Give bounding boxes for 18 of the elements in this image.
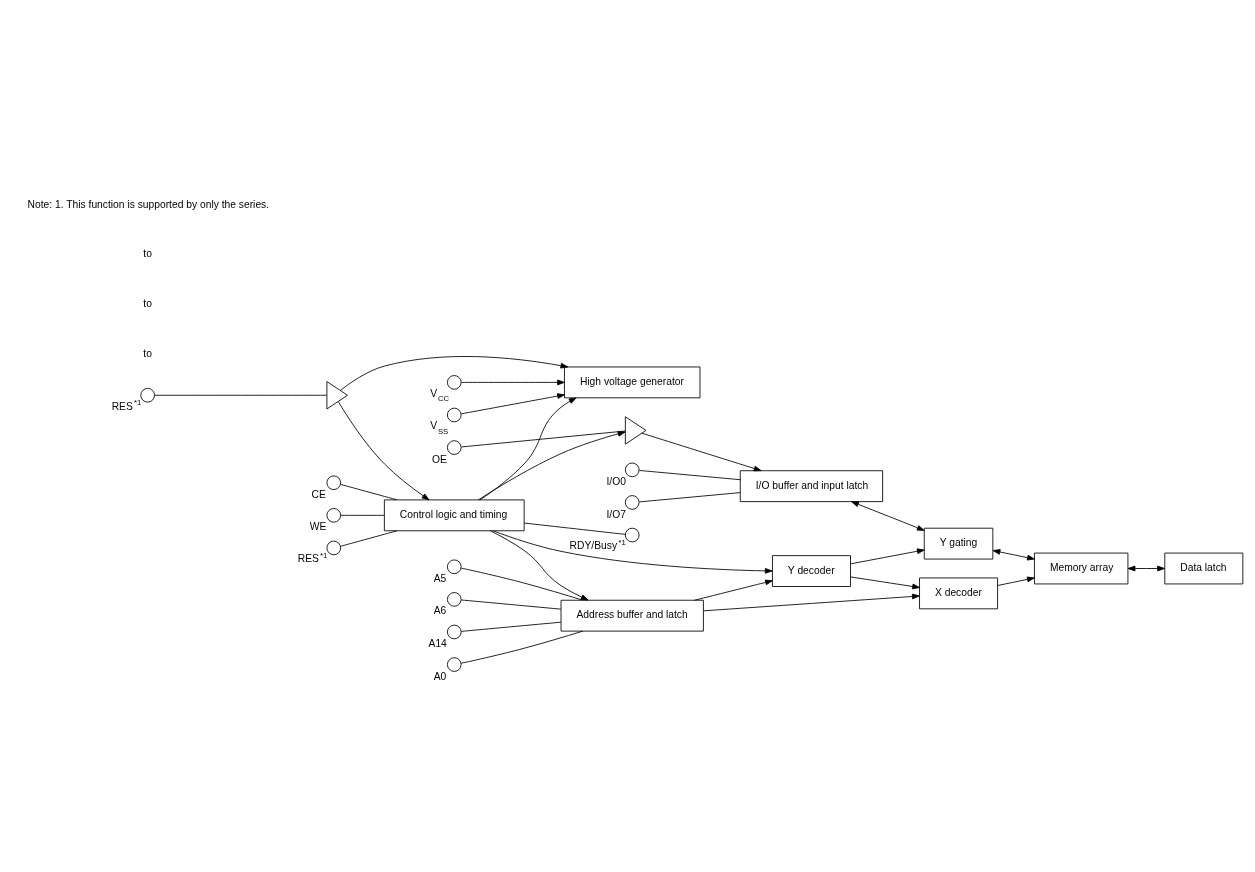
node-label: WE: [309, 521, 327, 533]
node-label: A14: [428, 638, 447, 650]
node-label: CE: [311, 488, 326, 500]
node-label: RES$^{*1}$: [297, 550, 328, 565]
label: Note: 1. This function is supported by only the series.: [27, 198, 270, 210]
node-label: RES$^{*1}$: [111, 398, 142, 412]
node-label: V$_{CC}$: [430, 387, 450, 404]
label: to: [143, 298, 152, 310]
node-label: I/O7: [606, 508, 626, 520]
node-label: A5: [433, 572, 447, 584]
label: to: [143, 248, 152, 260]
node-label: RDY/Busy$^{*1}$: [569, 537, 626, 552]
node-label: V$_{SS}$: [430, 420, 449, 436]
label: to: [143, 347, 152, 359]
node-label: OE: [431, 453, 447, 465]
node-label: A0: [433, 670, 447, 682]
node-label: A6: [433, 605, 447, 617]
node-label: I/O0: [606, 475, 626, 487]
